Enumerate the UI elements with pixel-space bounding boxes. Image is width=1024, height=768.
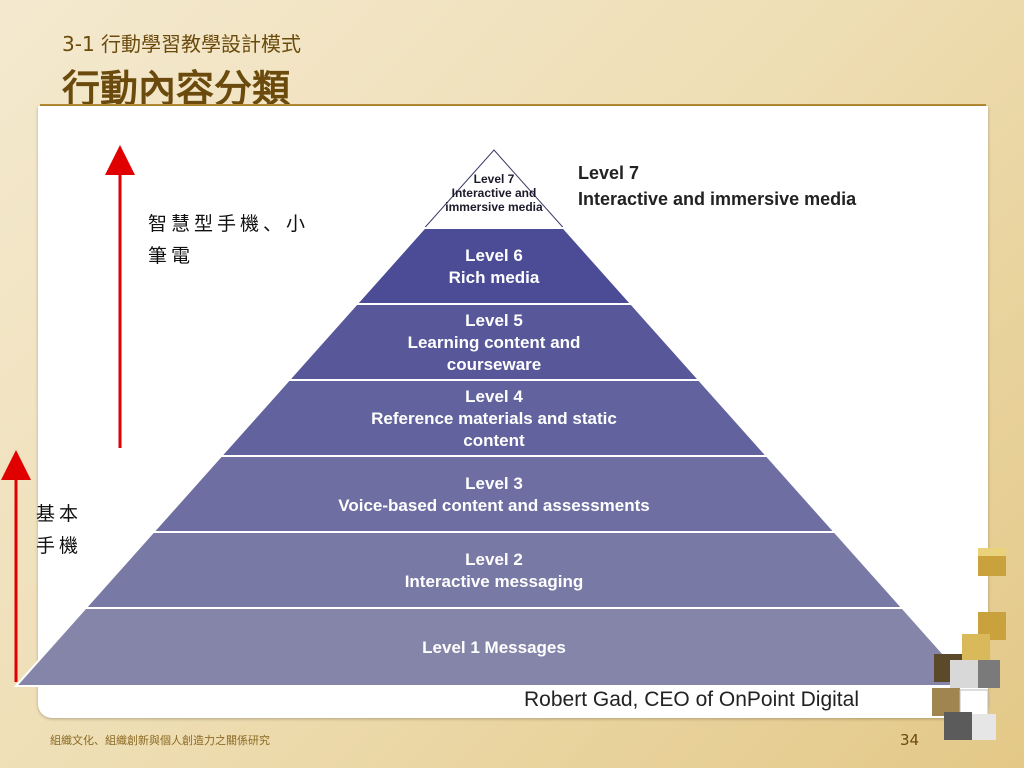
pyramid-level-6-text: Level 6 xyxy=(465,246,523,265)
pyramid-level-5-text: Learning content and xyxy=(408,333,581,352)
smartphone-label-line2: 筆電 xyxy=(148,245,195,267)
pyramid-level-4-text: Reference materials and static xyxy=(371,409,617,428)
pyramid-level-7-text: Interactive and xyxy=(452,186,537,200)
pyramid-level-6-text: Rich media xyxy=(449,268,540,287)
pyramid-level-7-text: Level 7 xyxy=(474,172,515,186)
pyramid-level-3 xyxy=(151,455,837,533)
pyramid-level-3-text: Level 3 xyxy=(465,474,523,493)
pyramid-level-2-text: Level 2 xyxy=(465,550,523,569)
pyramid-level-3-text: Voice-based content and assessments xyxy=(338,496,649,515)
pyramid-level-4-text: content xyxy=(463,431,525,450)
source-credit: Robert Gad, CEO of OnPoint Digital xyxy=(524,688,859,711)
page-number: 34 xyxy=(900,731,920,749)
pyramid-level-2 xyxy=(83,531,905,609)
callout-title: Level 7 xyxy=(578,163,640,183)
smartphone-label-line1: 智慧型手機、小 xyxy=(148,213,310,235)
pyramid-level-2-text: Interactive messaging xyxy=(405,572,584,591)
level7-callout: Level 7 Interactive and immersive media xyxy=(578,160,856,212)
basic-phone-label: 基本 手機 xyxy=(36,498,96,562)
basic-label-line2: 手機 xyxy=(36,535,83,557)
pyramid-level-1-text: Level 1 Messages xyxy=(422,638,566,657)
slide-title: 行動內容分類 xyxy=(62,67,291,111)
callout-description: Interactive and immersive media xyxy=(578,189,857,209)
pyramid-level-7-text: immersive media xyxy=(445,200,543,214)
footer-text: 組織文化、組織創新與個人創造力之關係研究 xyxy=(50,734,270,747)
pyramid-level-6 xyxy=(354,227,634,305)
pyramid-level-5-text: Level 5 xyxy=(465,311,523,330)
smartphone-label: 智慧型手機、小 筆電 xyxy=(148,208,338,272)
basic-label-line1: 基本 xyxy=(36,503,83,525)
cube-stack-icon xyxy=(932,548,1006,740)
slide-subtitle: 3-1 行動學習教學設計模式 xyxy=(62,32,302,56)
pyramid-level-4-text: Level 4 xyxy=(465,387,523,406)
title-divider xyxy=(40,104,986,106)
pyramid-level-5-text: courseware xyxy=(447,355,542,374)
